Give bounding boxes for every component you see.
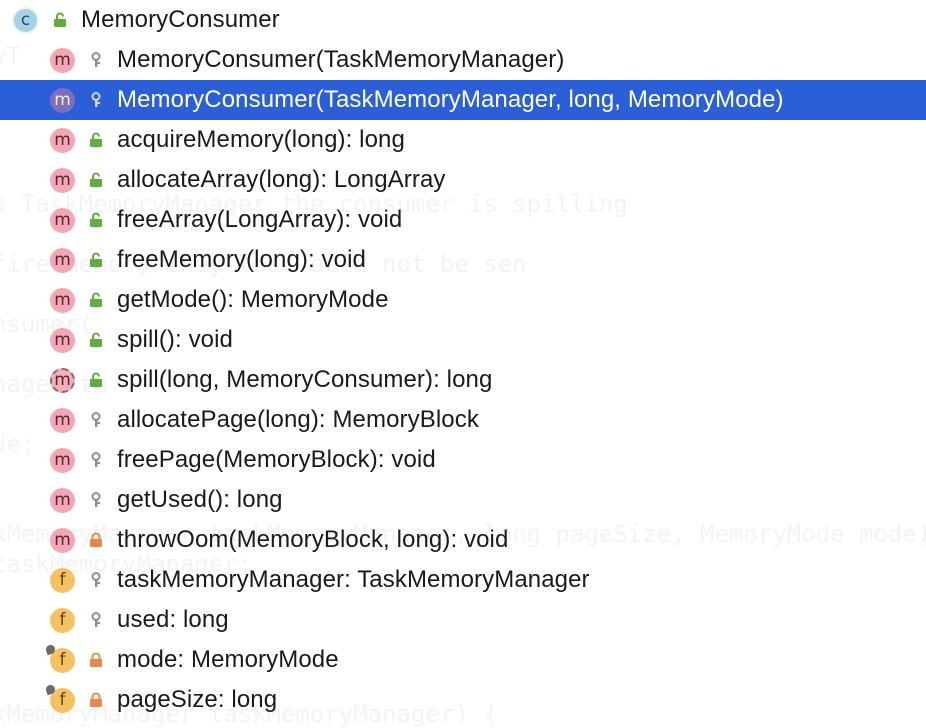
method-signature: getUsed(): long	[117, 486, 283, 513]
method-signature: spill(): void	[117, 326, 233, 353]
tree-item-selected[interactable]: m MemoryConsumer(TaskMemoryManager, long,…	[0, 80, 926, 120]
tree-item[interactable]: f used: long	[0, 600, 926, 640]
class-icon: c	[12, 6, 39, 34]
method-icon: m	[50, 167, 75, 193]
method-icon: m	[50, 47, 75, 73]
method-signature: MemoryConsumer(TaskMemoryManager)	[117, 46, 565, 73]
tree-item[interactable]: m freePage(MemoryBlock): void	[0, 440, 926, 480]
public-visibility-icon	[89, 291, 103, 309]
tree-item[interactable]: m MemoryConsumer(TaskMemoryManager)	[0, 40, 926, 80]
tree-root-class[interactable]: c MemoryConsumer	[0, 0, 926, 40]
method-icon: m	[50, 247, 75, 273]
method-icon: m	[50, 447, 75, 473]
method-signature: allocateArray(long): LongArray	[117, 166, 446, 193]
protected-visibility-icon	[89, 491, 103, 509]
method-signature: acquireMemory(long): long	[117, 126, 405, 153]
public-visibility-icon	[89, 251, 103, 269]
tree-item[interactable]: m freeMemory(long): void	[0, 240, 926, 280]
protected-visibility-icon	[89, 451, 103, 469]
tree-item[interactable]: m throwOom(MemoryBlock, long): void	[0, 520, 926, 560]
protected-visibility-icon	[89, 411, 103, 429]
private-visibility-icon	[89, 691, 103, 709]
method-signature: freeArray(LongArray): void	[117, 206, 403, 233]
tree-item[interactable]: m getMode(): MemoryMode	[0, 280, 926, 320]
tree-item[interactable]: m freeArray(LongArray): void	[0, 200, 926, 240]
private-visibility-icon	[89, 531, 103, 549]
class-name: MemoryConsumer	[81, 6, 280, 33]
field-signature: mode: MemoryMode	[117, 646, 339, 673]
method-icon: m	[50, 487, 75, 513]
method-signature: getMode(): MemoryMode	[117, 286, 389, 313]
private-visibility-icon	[89, 651, 103, 669]
abstract-method-icon: m	[50, 367, 75, 393]
method-icon: m	[50, 407, 75, 433]
method-icon: m	[50, 327, 75, 353]
method-icon: m	[50, 127, 75, 153]
tree-item[interactable]: m allocatePage(long): MemoryBlock	[0, 400, 926, 440]
method-signature: freeMemory(long): void	[117, 246, 366, 273]
public-visibility-icon	[89, 211, 103, 229]
tree-item[interactable]: m acquireMemory(long): long	[0, 120, 926, 160]
method-icon: m	[50, 527, 75, 553]
final-field-icon: f	[50, 647, 75, 673]
method-signature: MemoryConsumer(TaskMemoryManager, long, …	[117, 86, 784, 113]
tree-item[interactable]: m allocateArray(long): LongArray	[0, 160, 926, 200]
tree-item[interactable]: m spill(long, MemoryConsumer): long	[0, 360, 926, 400]
final-field-icon: f	[50, 687, 75, 713]
tree-item[interactable]: m spill(): void	[0, 320, 926, 360]
tree-item[interactable]: m getUsed(): long	[0, 480, 926, 520]
public-visibility-icon	[89, 371, 103, 389]
field-signature: used: long	[117, 606, 229, 633]
protected-visibility-icon	[89, 51, 103, 69]
public-visibility-icon	[89, 171, 103, 189]
tree-item[interactable]: f pageSize: long	[0, 680, 926, 720]
public-visibility-icon	[89, 331, 103, 349]
method-signature: freePage(MemoryBlock): void	[117, 446, 436, 473]
protected-visibility-icon	[89, 611, 103, 629]
field-signature: taskMemoryManager: TaskMemoryManager	[117, 566, 590, 593]
method-signature: allocatePage(long): MemoryBlock	[117, 406, 479, 433]
method-icon: m	[50, 207, 75, 233]
protected-visibility-icon	[89, 91, 103, 109]
method-icon: m	[50, 87, 75, 113]
method-signature: throwOom(MemoryBlock, long): void	[117, 526, 509, 553]
field-signature: pageSize: long	[117, 686, 278, 713]
field-icon: f	[50, 567, 75, 593]
method-icon: m	[50, 287, 75, 313]
field-icon: f	[50, 607, 75, 633]
public-visibility-icon	[53, 11, 67, 29]
public-visibility-icon	[89, 131, 103, 149]
method-signature: spill(long, MemoryConsumer): long	[117, 366, 493, 393]
tree-item[interactable]: f mode: MemoryMode	[0, 640, 926, 680]
tree-item[interactable]: f taskMemoryManager: TaskMemoryManager	[0, 560, 926, 600]
protected-visibility-icon	[89, 571, 103, 589]
